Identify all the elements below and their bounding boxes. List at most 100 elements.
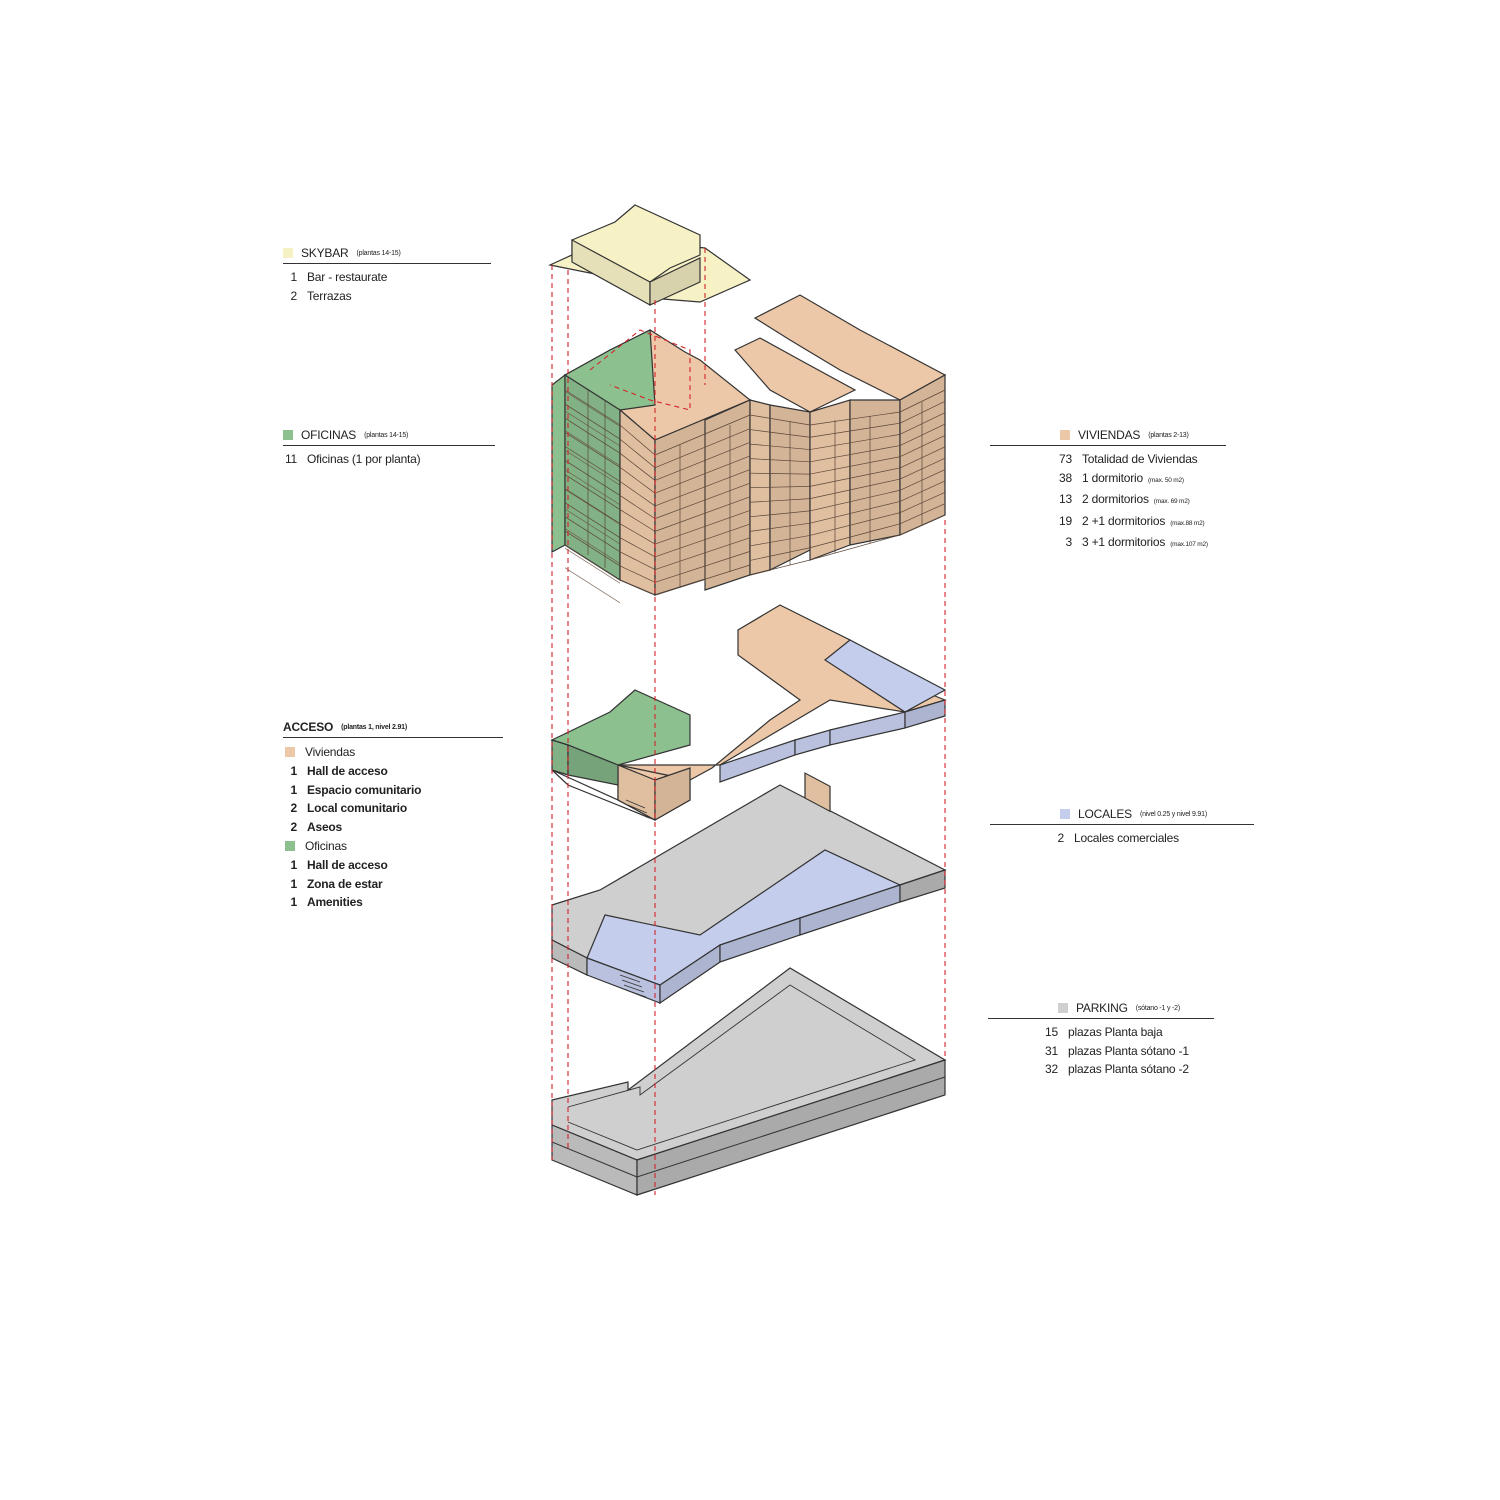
floor-line — [899, 423, 946, 446]
legend-item-count: 1 — [290, 782, 298, 797]
legend-item-count: 1 — [290, 270, 298, 284]
floor-line — [619, 495, 656, 519]
legend-item-label: plazas Planta sótano -1 — [1068, 1043, 1189, 1058]
legend-viviendas-header: VIVIENDAS (plantas 2-13) — [990, 428, 1226, 446]
legend-item-label: Local comunitario — [307, 801, 407, 815]
floor-line — [619, 509, 656, 532]
floor-line — [899, 401, 946, 424]
floor-line — [899, 503, 946, 525]
floor-line — [749, 472, 811, 475]
floor-line — [564, 544, 621, 581]
legend-item-count: 2 — [290, 819, 298, 834]
viviendas-swatch-icon — [285, 747, 295, 757]
floor-line — [619, 424, 656, 456]
stairs-lower — [619, 974, 647, 998]
parking-swatch-icon — [1058, 1003, 1068, 1013]
legend-item-count: 2 — [290, 801, 298, 815]
legend-acceso-header: ACCESO (plantas 1, nivel 2.91) — [283, 720, 503, 738]
floor-line — [899, 446, 946, 469]
legend-item-detail: (max. 69 m2) — [1153, 498, 1190, 505]
legend-item-label: 3 +1 dormitorios(max.107 m2) — [1082, 535, 1208, 549]
legend-item-label: Locales comerciales — [1074, 831, 1179, 845]
legend-item-label: 2 +1 dormitorios(max.88 m2) — [1082, 513, 1205, 528]
locales-upper-top — [823, 639, 947, 713]
floor-line — [619, 452, 656, 481]
legend-item: 2 Aseos — [283, 818, 503, 837]
floor-line — [564, 488, 621, 524]
floor-line — [809, 434, 901, 450]
floor-line — [654, 496, 751, 532]
oficinas-swatch-icon — [285, 841, 295, 851]
floor-line — [654, 414, 751, 456]
floor-line — [899, 435, 946, 458]
floor-line — [809, 534, 901, 561]
floor-line — [899, 514, 946, 536]
legend-item-label: Aseos — [307, 819, 343, 834]
ground-floor-plate — [551, 784, 947, 1005]
legend-skybar-header: SKYBAR (plantas 14-15) — [283, 246, 491, 264]
legend-skybar-note: (plantas 14-15) — [356, 249, 401, 257]
floor-line — [619, 537, 656, 558]
floor-line — [809, 411, 901, 426]
floor-line — [564, 502, 621, 539]
legend-item-label: Hall de acceso — [307, 764, 388, 778]
legend-item-label: plazas Planta baja — [1068, 1025, 1163, 1039]
stairs-upper — [625, 799, 650, 819]
legend-acceso-note: (plantas 1, nivel 2.91) — [341, 723, 407, 731]
floor-line — [749, 547, 811, 561]
parking-slab — [551, 967, 947, 1196]
legend-item-label: Zona de estar — [307, 876, 383, 891]
oficinas-front — [551, 373, 566, 554]
tower — [551, 294, 947, 813]
floor-line — [564, 417, 621, 454]
legend-item-count: 1 — [290, 895, 298, 909]
legend-skybar-title: SKYBAR — [301, 246, 349, 260]
floor-line — [899, 469, 946, 491]
viviendas-swatch-icon — [1060, 430, 1070, 440]
legend-parking-header: PARKING (sótano -1 y -2) — [988, 1001, 1214, 1019]
legend-item-count: 2 — [290, 288, 298, 303]
legend-locales-note: (nivel 0.25 y nivel 9.91) — [1139, 810, 1207, 818]
legend-item-count: 1 — [290, 764, 298, 778]
legend-item-label: Oficinas (1 por planta) — [307, 452, 421, 466]
floor-line — [749, 486, 811, 489]
legend-item-detail: (max.107 m2) — [1170, 541, 1208, 548]
floor-line — [749, 429, 811, 438]
legend-item-label: Amenities — [307, 895, 363, 909]
floor-line — [619, 466, 656, 494]
floor-line — [654, 469, 751, 507]
legend-item-label: Hall de acceso — [307, 858, 388, 872]
legend-item: 1 Amenities — [283, 893, 503, 912]
floor-line — [654, 482, 751, 519]
legend-item: 1 Hall de acceso — [283, 762, 503, 781]
floor-line — [619, 565, 656, 583]
floor-line — [619, 438, 656, 468]
legend-item-detail: (max. 50 m2) — [1147, 476, 1184, 484]
legend-item-count: 38 — [1059, 470, 1072, 485]
floor-line — [809, 501, 901, 524]
floor-line — [899, 389, 946, 413]
legend-item-label: plazas Planta sótano -2 — [1068, 1062, 1189, 1076]
floor-line — [899, 412, 946, 435]
floor-line — [619, 551, 656, 570]
floor-line — [749, 414, 811, 426]
floor-line — [654, 455, 751, 494]
legend-item-label: Totalidad de Viviendas — [1082, 452, 1198, 466]
floor-line — [564, 460, 621, 496]
floor-line — [654, 428, 751, 469]
